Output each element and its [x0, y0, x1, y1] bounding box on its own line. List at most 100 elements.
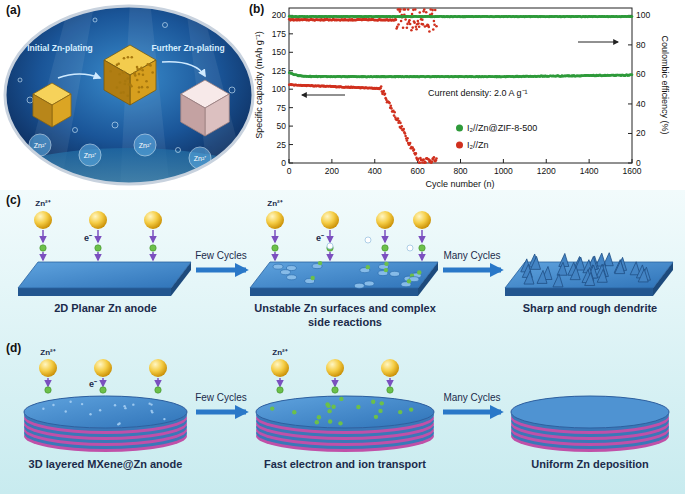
zn-ion — [413, 211, 431, 229]
zn-foil — [18, 262, 191, 296]
dendrite — [585, 272, 595, 285]
stage-caption: Sharp and rough dendrite — [505, 302, 675, 316]
dendrite — [638, 269, 648, 282]
tick-label: 150 — [272, 48, 286, 57]
data-point — [399, 122, 402, 125]
data-point — [400, 125, 403, 128]
zn-atom — [327, 409, 331, 413]
data-point — [415, 152, 418, 155]
zn-atom — [331, 405, 335, 409]
process-label: Further Zn-plating — [151, 44, 224, 53]
ion-label: Zn²⁺ — [194, 155, 207, 162]
data-point — [412, 149, 415, 152]
transfer-arrow — [384, 252, 386, 260]
dendrite — [553, 274, 563, 287]
zn-atom — [409, 407, 413, 411]
zn-ion — [321, 211, 339, 229]
ion-label: Zn²⁺ — [84, 152, 97, 159]
tick-mark — [289, 70, 293, 71]
gas-bubble — [327, 243, 333, 249]
arrow-label: Few Cycles — [195, 251, 247, 261]
data-point — [424, 161, 427, 164]
tick-label: 175 — [272, 30, 286, 39]
zn-atom — [272, 245, 278, 251]
zn-atom — [100, 387, 106, 393]
tick-label: 25 — [277, 140, 286, 149]
transfer-arrow — [152, 230, 154, 242]
transfer-arrow — [274, 230, 276, 242]
tick-mark — [628, 103, 632, 104]
tick-mark — [289, 163, 293, 164]
tick-label: 600 — [411, 167, 425, 176]
legend-text: I₂//Zn@ZIF-8-500 — [467, 124, 537, 133]
data-point — [434, 160, 437, 163]
disc-surface — [511, 396, 669, 428]
zn-nucleus — [138, 86, 141, 89]
tick-mark — [289, 126, 293, 127]
ion-flux — [266, 211, 431, 260]
zn-atom — [150, 245, 156, 251]
surface-texture — [42, 408, 44, 410]
tick-label: 20 — [636, 129, 645, 138]
zn-atom — [339, 397, 343, 401]
process-label: Initial Zn-plating — [27, 44, 93, 53]
zn-nucleus — [123, 57, 126, 60]
zn-atom — [317, 415, 321, 419]
ion-bubble — [134, 134, 156, 156]
dendrite — [570, 267, 580, 280]
dendrite — [531, 256, 541, 269]
panel-letter: (a) — [6, 4, 21, 16]
zn-nucleus — [119, 81, 122, 84]
surface-texture — [150, 410, 152, 412]
legend-entry: I₂//Zn@ZIF-8-500 — [456, 124, 537, 133]
axis-title: Specific capacity (mAh g⁻¹) — [255, 31, 264, 139]
zn-nucleus — [142, 73, 145, 76]
data-point — [422, 23, 425, 26]
data-point — [413, 148, 416, 151]
data-point — [388, 101, 391, 104]
disc-surface — [24, 396, 187, 428]
foil-surface — [250, 262, 438, 288]
stage-panel: Unstable Zn surfaces and complex side re… — [250, 198, 440, 332]
tick-label: 800 — [453, 167, 467, 176]
zn-ion — [376, 211, 394, 229]
data-point — [417, 20, 420, 23]
mxene-zn-disc — [24, 396, 187, 452]
zn-nucleus — [134, 74, 137, 77]
zn-atom — [325, 402, 329, 406]
dendrite — [524, 271, 534, 284]
stage-caption: Unstable Zn surfaces and complex side re… — [250, 302, 440, 330]
legend-text: I₂//Zn — [467, 141, 489, 150]
axis-pointer — [578, 42, 618, 43]
data-point — [433, 156, 436, 159]
data-point — [383, 93, 386, 96]
data-point — [400, 20, 403, 23]
zn-atom — [366, 265, 370, 269]
surface-texture — [123, 405, 125, 407]
zn-nucleus — [137, 91, 140, 94]
data-point — [384, 93, 387, 96]
panel-letter: (c) — [6, 194, 21, 206]
transfer-arrow — [42, 230, 44, 242]
ion-flux — [39, 359, 167, 393]
data-point — [411, 13, 414, 16]
data-point — [418, 11, 421, 14]
data-point — [394, 18, 397, 21]
gas-bubble — [365, 237, 371, 243]
data-point — [408, 19, 411, 22]
zn-nucleus — [149, 64, 152, 67]
mxene-zn-disc — [256, 396, 434, 452]
bubble — [229, 87, 235, 93]
zn-atom — [332, 387, 338, 393]
dendrite — [537, 270, 547, 283]
data-point — [404, 135, 407, 138]
stage-caption: Uniform Zn deposition — [505, 458, 675, 472]
data-point — [397, 23, 400, 26]
surface-bump — [390, 271, 400, 276]
data-point — [404, 8, 407, 11]
transfer-arrow — [274, 252, 276, 260]
zn-nucleus — [126, 94, 129, 97]
data-point — [421, 18, 424, 21]
surface-texture — [114, 404, 116, 406]
